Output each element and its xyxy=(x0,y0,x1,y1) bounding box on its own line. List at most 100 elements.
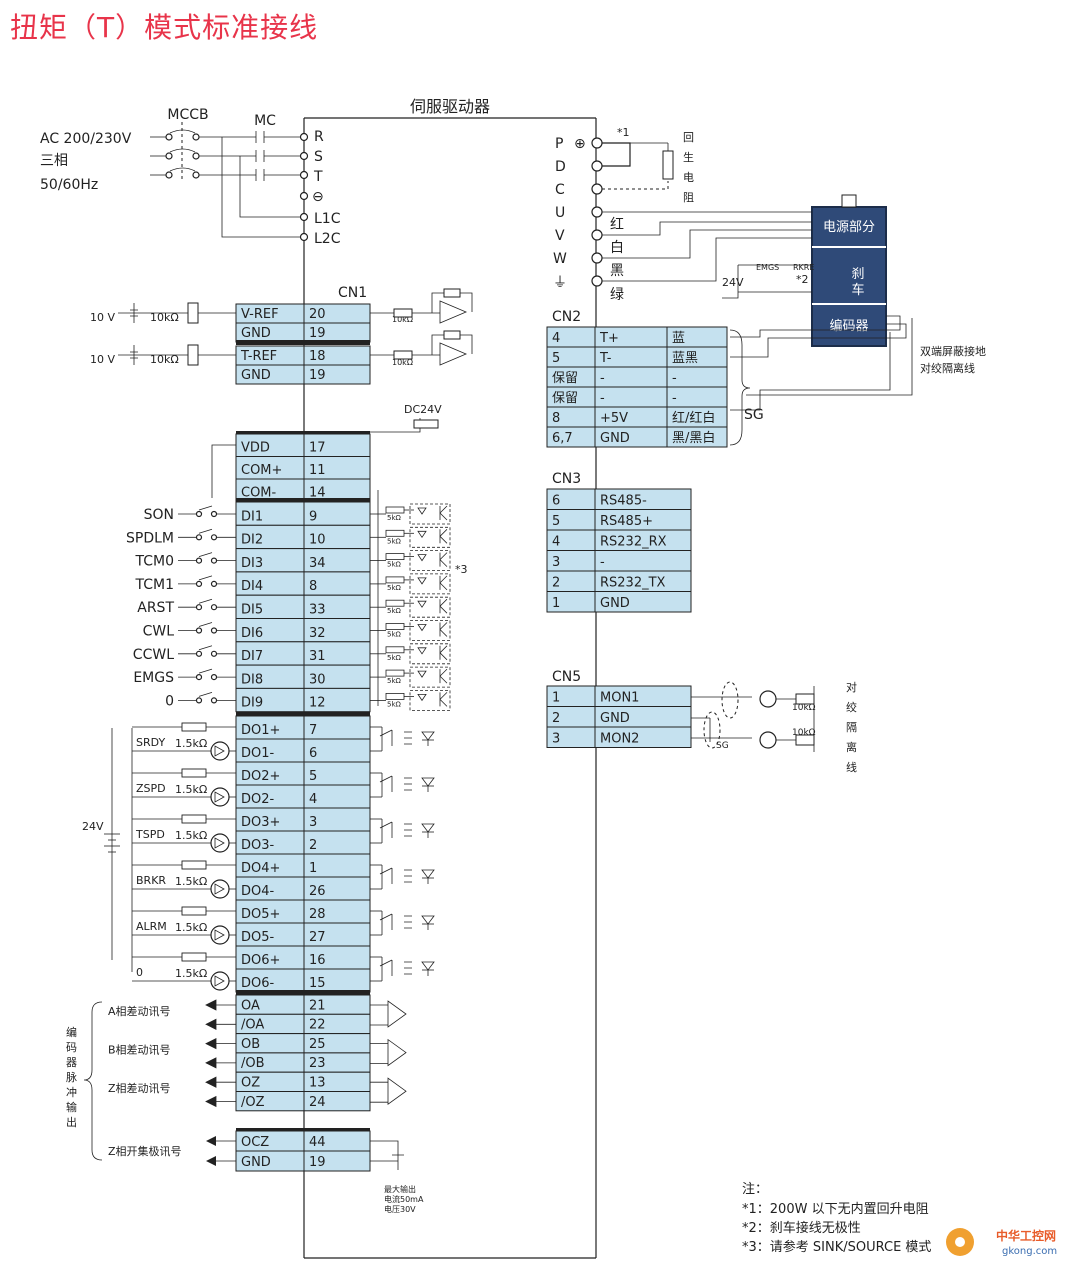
wire xyxy=(379,959,393,967)
do-row-text: DO5+ xyxy=(241,907,280,922)
encoder-side-char: 出 xyxy=(66,1115,77,1129)
cn5-row-text: 3 xyxy=(552,732,560,747)
analog-row-cell xyxy=(303,364,371,385)
ac-input-line-2: 三相 xyxy=(40,153,68,169)
di-row-text: 8 xyxy=(309,579,317,594)
arrow-icon xyxy=(206,1156,216,1166)
wire xyxy=(239,156,300,218)
di-resistor xyxy=(385,576,405,584)
power-row-text: COM- xyxy=(241,486,277,501)
terminal-dot xyxy=(195,604,203,611)
terminal-dot xyxy=(299,191,309,201)
terminal-dot xyxy=(759,690,777,708)
terminal-dot xyxy=(210,627,218,634)
motor-encoder: 编码器 xyxy=(829,319,868,334)
di-func-label: EMGS xyxy=(133,670,174,686)
cn3-row-text: 3 xyxy=(552,555,560,570)
separator-bar xyxy=(236,431,370,435)
wire xyxy=(439,342,468,366)
wire xyxy=(730,323,907,358)
wire xyxy=(379,729,393,737)
wire xyxy=(439,575,448,584)
terminal-dot xyxy=(299,212,309,222)
wire xyxy=(602,142,631,167)
do-func-label: TSPD xyxy=(135,828,165,841)
analog-row-text: V-REF xyxy=(241,307,279,322)
wire xyxy=(439,598,448,607)
wire xyxy=(198,528,213,534)
cn2-row-text: 8 xyxy=(552,411,560,426)
wire xyxy=(198,575,213,581)
analog-row-text: 19 xyxy=(309,368,326,383)
cn2-row-text: GND xyxy=(600,431,630,446)
watermark-url: gkong.com xyxy=(1002,1246,1057,1257)
arrow-icon xyxy=(206,1038,216,1049)
cn5-row-text: MON2 xyxy=(600,732,639,747)
di-resistor-value: 5kΩ xyxy=(387,607,402,615)
terminal-dot xyxy=(299,151,309,161)
wire xyxy=(205,1095,236,1108)
cn5-label: CN5 xyxy=(552,669,581,685)
analog-row-text: GND xyxy=(241,326,271,341)
di-row-text: 34 xyxy=(309,556,326,571)
analog-pot-1: 10kΩ xyxy=(150,311,179,324)
wire xyxy=(417,647,427,655)
ocz-row-text: OCZ xyxy=(241,1135,269,1150)
wire xyxy=(387,1038,407,1067)
di-resistor xyxy=(385,646,405,654)
do-resistor-value: 1.5kΩ xyxy=(175,875,207,888)
note-mark-1: *1 xyxy=(617,126,630,139)
do-resistor xyxy=(181,814,207,824)
do-supply-label: 24V xyxy=(82,820,104,833)
page-title: 扭矩（T）模式标准接线 xyxy=(10,11,319,44)
wire xyxy=(730,315,901,338)
terminal-dot xyxy=(591,137,603,149)
note-3: *3：请参考 SINK/SOURCE 模式 xyxy=(742,1239,931,1255)
arrow-icon xyxy=(206,1019,216,1030)
cn5-side-1: 对 xyxy=(846,680,857,694)
di-resistor-value: 5kΩ xyxy=(387,700,402,708)
di-func-label: SPDLM xyxy=(126,530,174,546)
wire xyxy=(379,913,393,921)
terminal-w: W xyxy=(553,251,567,267)
do-row-text: 1 xyxy=(309,861,317,876)
terminal-dot xyxy=(591,206,603,218)
pot xyxy=(187,302,199,324)
terminal-dot xyxy=(210,971,230,991)
cn5-side-3: 隔 xyxy=(846,721,857,734)
wire xyxy=(439,675,448,684)
wire xyxy=(417,530,427,539)
wire xyxy=(404,961,412,975)
do-row-text: 26 xyxy=(309,884,326,899)
wire xyxy=(439,552,448,560)
encoder-group-label: A相差动讯号 xyxy=(108,1004,171,1018)
wire xyxy=(214,929,225,941)
wire xyxy=(439,505,448,514)
do-resistor xyxy=(181,860,207,870)
regen-char-3: 电 xyxy=(683,171,694,184)
wire xyxy=(214,837,225,849)
opto-box xyxy=(409,503,451,525)
do-func-label: ZSPD xyxy=(136,782,166,795)
cn3-row-text: 4 xyxy=(552,535,560,550)
do-row-text: DO5- xyxy=(241,930,275,945)
terminal-dot xyxy=(299,170,309,180)
wire xyxy=(198,598,213,604)
ocz-group-label: Z相开集极讯号 xyxy=(108,1144,182,1158)
regen-char-4: 阻 xyxy=(683,191,694,204)
analog-row-text: 20 xyxy=(309,307,326,322)
do-row-text: DO3+ xyxy=(241,815,280,830)
terminal-dot xyxy=(195,650,203,657)
cn2-row-text: 保留 xyxy=(552,391,578,406)
notes-heading: 注： xyxy=(742,1182,768,1197)
do-row-text: 15 xyxy=(309,976,326,991)
arrow-icon xyxy=(206,1000,216,1010)
pot xyxy=(187,344,199,366)
cn3-row-cell xyxy=(594,550,692,572)
cn2-label: CN2 xyxy=(552,309,581,325)
regen-char-1: 回 xyxy=(683,131,694,144)
terminal-s: S xyxy=(314,149,323,165)
di-row-text: 30 xyxy=(309,672,326,687)
